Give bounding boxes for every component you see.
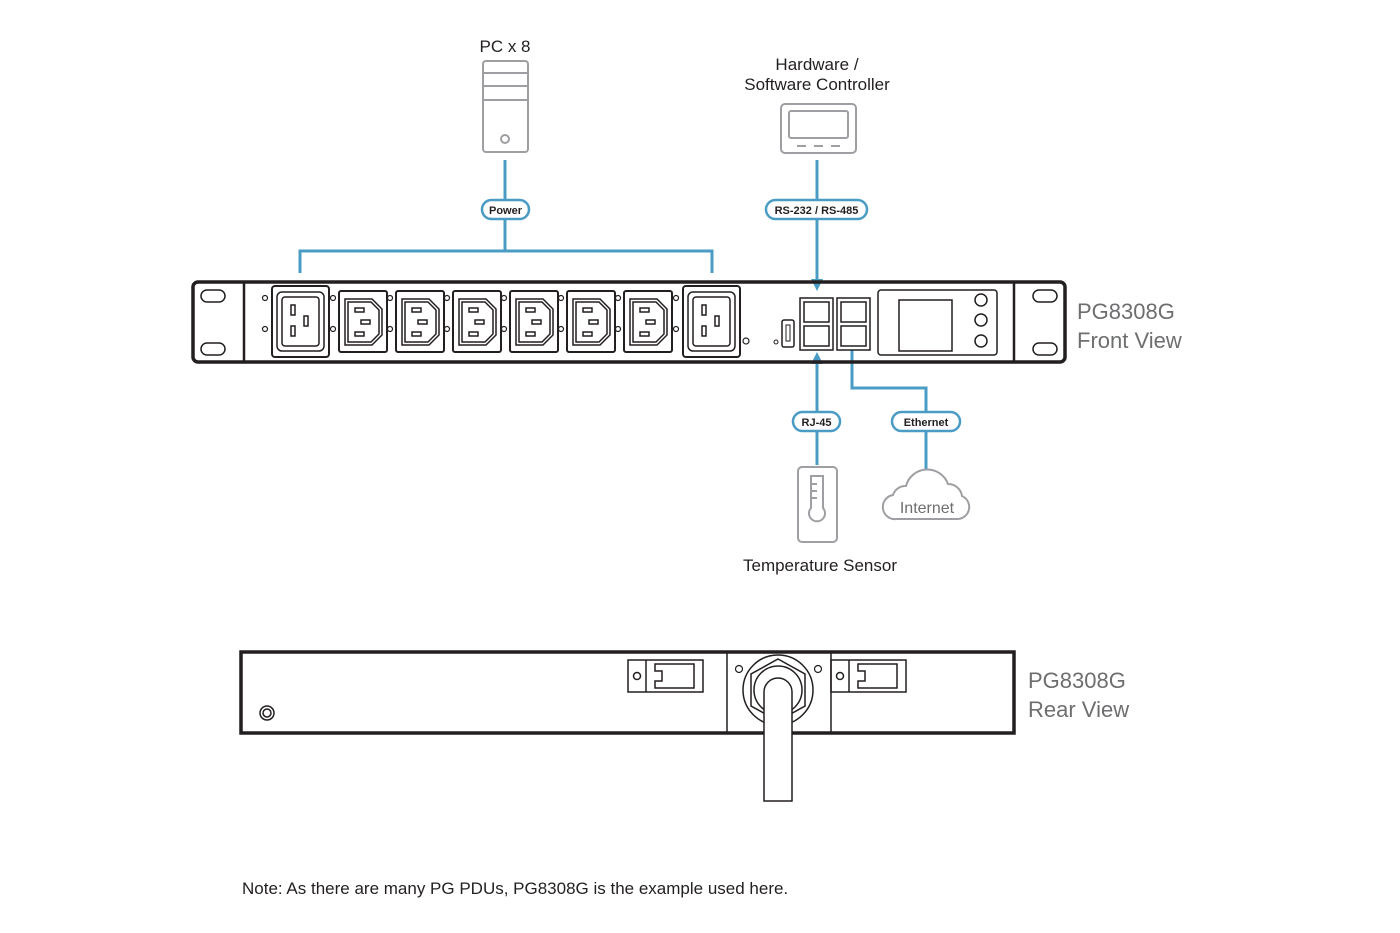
usb-port — [781, 319, 795, 348]
breaker-right — [830, 659, 907, 693]
pdu-front — [191, 280, 1067, 364]
led-indicator — [443, 325, 451, 333]
led-indicator — [500, 294, 508, 302]
outlet-c13 — [623, 290, 673, 353]
outlet-c19 — [682, 285, 741, 358]
led-indicator — [614, 294, 622, 302]
led-indicator — [557, 325, 565, 333]
outlet-c13 — [452, 290, 502, 353]
led-indicator — [261, 325, 269, 333]
led-indicator — [386, 325, 394, 333]
controller-icon — [780, 103, 857, 154]
pc-tower-icon — [482, 60, 529, 153]
led-indicator — [557, 294, 565, 302]
serial-label: RS-232 / RS-485 — [775, 205, 859, 217]
ethernet-label: Ethernet — [904, 417, 949, 429]
power-cord — [763, 677, 793, 802]
front-view-label: Front View — [1077, 328, 1182, 353]
display-panel — [877, 289, 998, 356]
led-indicator — [386, 294, 394, 302]
outlet-row — [261, 285, 750, 358]
note-text: Note: As there are many PG PDUs, PG8308G… — [242, 879, 788, 898]
led-indicator — [329, 325, 337, 333]
outlet-c13 — [566, 290, 616, 353]
led-indicator — [672, 325, 680, 333]
internet-label: Internet — [900, 500, 955, 517]
led-indicator — [500, 325, 508, 333]
outlet-c13 — [509, 290, 559, 353]
sensor-label: Temperature Sensor — [743, 556, 897, 575]
pdu-rear — [239, 650, 1016, 802]
led-indicator — [672, 294, 680, 302]
breaker-left — [627, 659, 704, 693]
ground-screw — [259, 705, 275, 721]
led-indicator — [742, 337, 750, 345]
controller-label-line1: Hardware / — [775, 55, 858, 74]
rear-view-label: Rear View — [1028, 697, 1129, 722]
controller-label-line2: Software Controller — [744, 75, 890, 94]
power-pill: Power — [480, 198, 531, 221]
pc-label: PC x 8 — [479, 37, 530, 56]
rj45-pill: RJ-45 — [791, 410, 842, 433]
cloud-icon: Internet — [881, 468, 971, 521]
led-indicator — [329, 294, 337, 302]
led-indicator — [261, 294, 269, 302]
ethernet-pill: Ethernet — [890, 410, 962, 433]
rj45-ports — [799, 297, 871, 351]
led-indicator — [443, 294, 451, 302]
led-indicator — [614, 325, 622, 333]
rear-model-label: PG8308G — [1028, 668, 1126, 693]
mount-holes — [200, 289, 1058, 356]
front-model-label: PG8308G — [1077, 299, 1175, 324]
outlet-c13 — [395, 290, 445, 353]
outlet-c19 — [271, 285, 330, 358]
thermometer-icon — [797, 466, 838, 543]
outlet-c13 — [338, 290, 388, 353]
rj45-label: RJ-45 — [802, 417, 832, 429]
serial-pill: RS-232 / RS-485 — [764, 198, 869, 221]
power-label: Power — [489, 205, 523, 217]
